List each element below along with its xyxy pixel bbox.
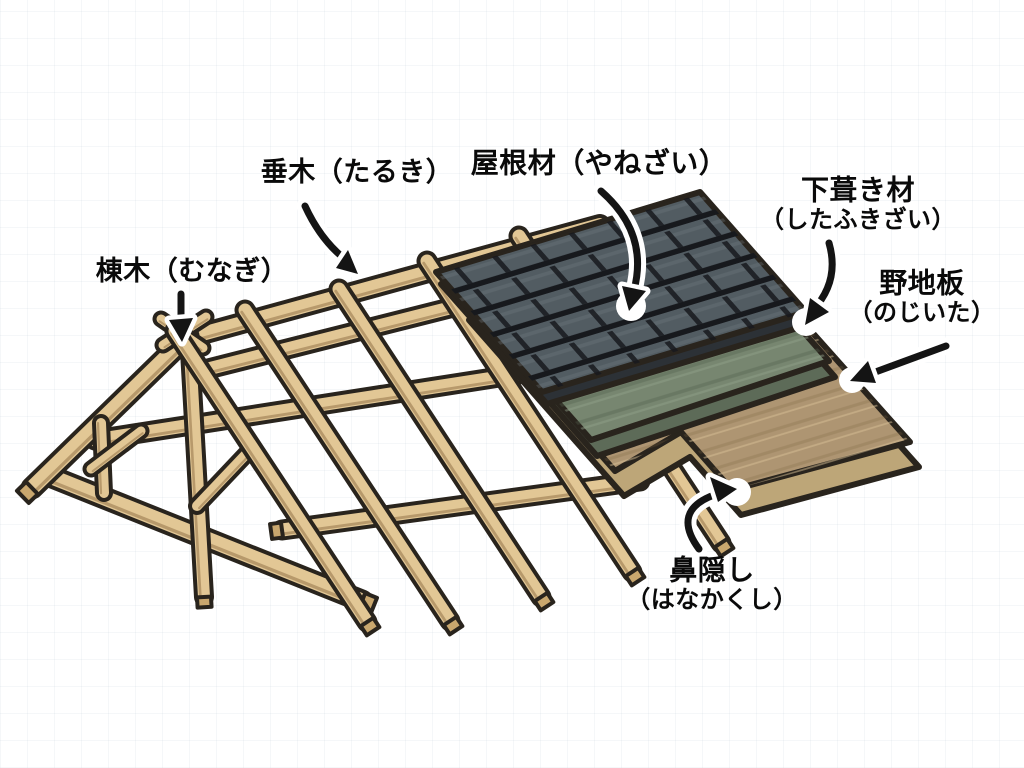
king-post-end-grain <box>195 594 214 610</box>
label-nojiita-line2: （のじいた） <box>848 298 996 327</box>
king-post <box>180 341 214 610</box>
rafter-4 <box>416 250 647 588</box>
eave-purlin-end-grain <box>268 520 286 541</box>
diagonal-brace-left <box>82 422 150 478</box>
label-taruki: 垂木（たるき） <box>260 157 454 189</box>
taruki-arrow <box>296 197 363 279</box>
label-shitafukizai-line2: （したふきざい） <box>760 205 956 234</box>
label-shitafukizai-line1: 下葺き材 <box>800 173 915 207</box>
munagi-arrow <box>164 285 198 347</box>
rafter-2-end-grain <box>441 614 465 637</box>
gable-left-rake <box>14 324 200 505</box>
nojiita-arrow <box>845 337 955 388</box>
rafter-5-end-grain <box>712 536 736 559</box>
diagonal-brace-right <box>188 440 260 515</box>
label-hanakakushi-line2: （はなかくし） <box>626 585 798 614</box>
hanakakushi-arrow <box>679 472 742 558</box>
label-shitafukizai: 下葺き材 （したふきざい） <box>760 173 956 234</box>
label-nojiita-line1: 野地板 <box>879 266 965 300</box>
label-hanakakushi: 鼻隠し （はなかくし） <box>626 553 798 614</box>
gable-left-rake-end-grain <box>14 479 40 505</box>
rafter-3-end-grain <box>532 590 556 613</box>
label-nojiita: 野地板 （のじいた） <box>848 266 996 327</box>
label-yanezai: 屋根材（やねざい） <box>470 146 728 180</box>
rafter-1-end-grain <box>358 615 382 638</box>
annotation-arrows <box>164 182 955 558</box>
yanezai-arrow <box>592 182 651 316</box>
timber-frame <box>14 214 736 638</box>
rafter-1 <box>164 320 382 638</box>
rafter-2 <box>234 299 465 637</box>
label-munagi: 棟木（むなぎ） <box>95 256 289 288</box>
rafter-4-end-grain <box>623 565 647 588</box>
shitafukizai-arrow <box>800 234 841 330</box>
label-hanakakushi-line1: 鼻隠し <box>669 553 755 587</box>
rafter-3 <box>328 278 556 613</box>
